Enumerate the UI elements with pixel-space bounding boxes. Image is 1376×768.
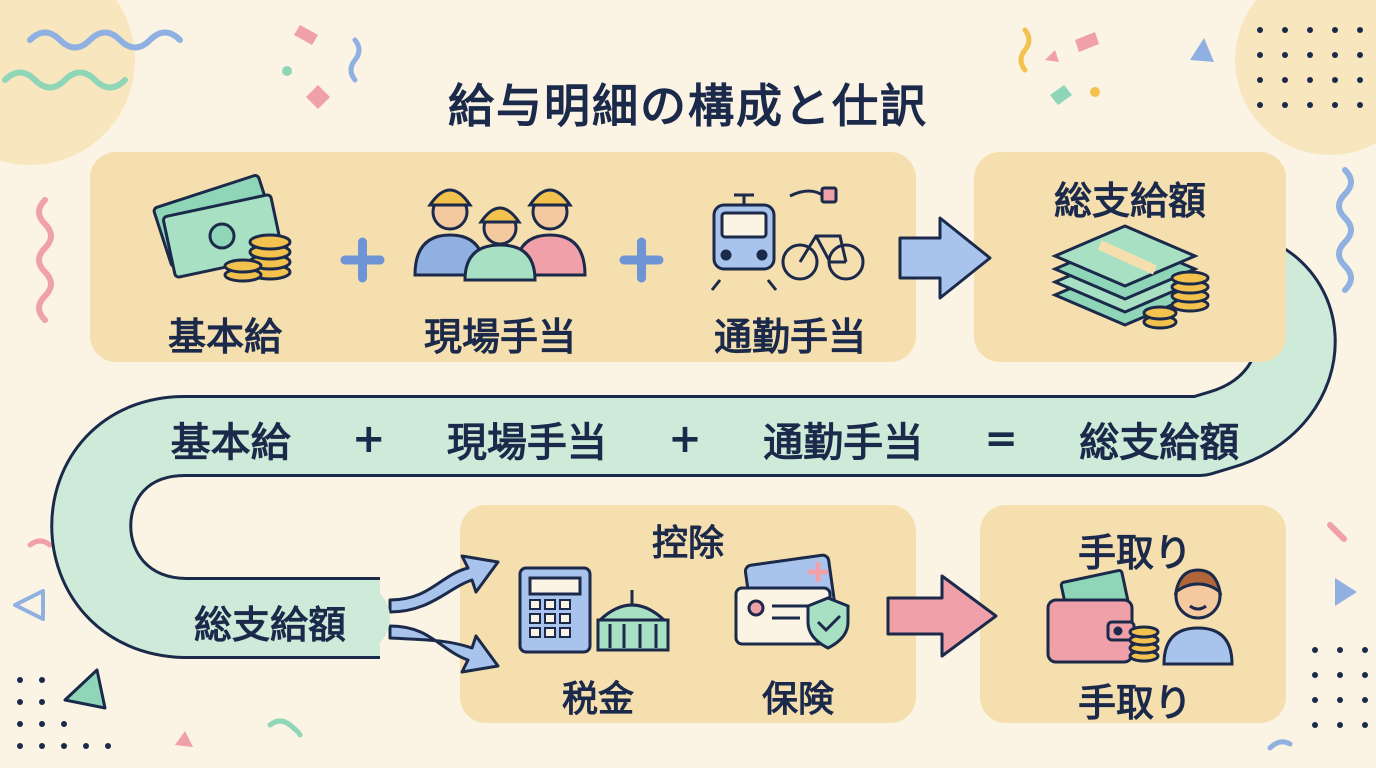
formula-row: 基本給 + 現場手当 + 通勤手当 = 総支給額: [140, 410, 1270, 468]
triangle-decoration: [1190, 38, 1214, 62]
medical-cross-icon: [807, 561, 829, 583]
bicycle-icon: [781, 234, 865, 281]
insurance-label: 保険: [761, 679, 834, 720]
dot-grid-decoration: [17, 677, 111, 749]
money-bundle-icon: [1051, 224, 1210, 330]
triangle-decoration: [13, 589, 45, 621]
site-allowance-label: 現場手当: [423, 315, 576, 359]
confetti-decoration: [267, 718, 303, 738]
take-home-label: 手取り: [1077, 681, 1192, 725]
confetti-decoration: [1090, 87, 1100, 97]
branch-arrow-up-icon: [388, 554, 500, 614]
branch-arrow-down-icon: [388, 624, 500, 674]
plus-icon: [340, 237, 385, 283]
formula-equals: =: [984, 416, 1018, 462]
gross-total-pill-label: 総支給額: [193, 603, 346, 647]
dot-grid-decoration: [1312, 647, 1368, 728]
squiggle-decoration: [2, 69, 128, 91]
confetti-decoration: [1018, 27, 1032, 73]
formula-term-base-salary: 基本給: [170, 420, 291, 466]
flow-band-fill: [53, 230, 1334, 656]
gross-total-label: 総支給額: [1053, 179, 1206, 223]
formula-plus-2: +: [668, 416, 702, 462]
wallet-icon: [1046, 569, 1160, 664]
confetti-decoration: [1267, 739, 1293, 751]
formula-result-gross: 総支給額: [1079, 420, 1240, 466]
shield-check-icon: [806, 596, 850, 650]
triangle-decoration: [1045, 50, 1059, 62]
train-icon: [710, 193, 778, 291]
corner-blob-top-right: [1235, 0, 1376, 155]
confetti-decoration: [27, 538, 53, 548]
confetti-decoration: [1327, 522, 1347, 542]
commute-allowance-label: 通勤手当: [713, 315, 866, 359]
right-arrow-icon: [898, 216, 992, 300]
base-salary-label: 基本給: [167, 315, 282, 359]
confetti-decoration: [306, 85, 330, 109]
dot-grid-decoration: [1257, 27, 1363, 108]
formula-term-site-allowance: 現場手当: [446, 420, 607, 466]
squiggle-decoration: [1336, 167, 1354, 293]
triangle-decoration: [63, 668, 107, 710]
confetti-decoration: [1050, 85, 1072, 105]
formula-plus-1: +: [352, 416, 386, 462]
page-title: 給与明細の構成と仕訳: [448, 79, 928, 133]
plug-icon: [789, 186, 838, 204]
formula-term-commute-allowance: 通勤手当: [763, 420, 924, 466]
person-avatar-icon: [1162, 568, 1234, 666]
corner-blob-top-left: [0, 0, 135, 165]
squiggle-decoration: [27, 29, 183, 51]
squiggle-decoration: [36, 197, 54, 323]
deductions-title: 控除: [651, 523, 724, 564]
government-building-icon: [596, 590, 670, 652]
cash-stack-icon: [152, 174, 292, 283]
right-arrow-icon: [886, 574, 998, 658]
confetti-decoration: [282, 66, 292, 76]
construction-workers-icon: [413, 188, 587, 282]
confetti-decoration: [1075, 32, 1099, 52]
confetti-decoration: [348, 37, 362, 83]
take-home-title: 手取り: [1077, 531, 1192, 575]
tax-label: 税金: [561, 679, 634, 720]
confetti-decoration: [294, 25, 318, 45]
plus-icon: [619, 237, 664, 283]
gross-total-pill: [150, 583, 390, 653]
triangle-decoration: [1335, 578, 1357, 606]
calculator-icon: [518, 566, 592, 654]
triangle-decoration: [175, 731, 193, 747]
